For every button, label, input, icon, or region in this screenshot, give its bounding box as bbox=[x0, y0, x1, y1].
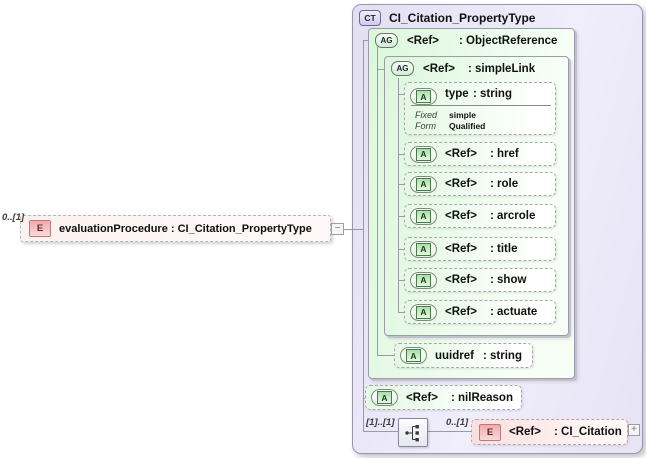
attribute-show[interactable]: A <Ref> : show bbox=[404, 268, 556, 292]
attribute-icon: A bbox=[410, 303, 437, 321]
element-label: evaluationProcedure : CI_Citation_Proper… bbox=[59, 222, 312, 235]
attribute-icon: A bbox=[371, 389, 398, 406]
type-label: : CI_Citation bbox=[554, 426, 622, 438]
sequence-compositor[interactable] bbox=[398, 418, 428, 447]
facet-label: Form bbox=[415, 121, 436, 131]
attribute-nilreason[interactable]: A <Ref> : nilReason bbox=[365, 385, 522, 410]
facet-value: simple bbox=[449, 110, 476, 120]
attribute-group-icon: AG bbox=[391, 61, 414, 76]
type-label: : simpleLink bbox=[468, 62, 536, 75]
connector bbox=[363, 398, 366, 399]
attribute-type-label: : show bbox=[490, 274, 527, 286]
attribute-name: <Ref> bbox=[445, 178, 477, 190]
attribute-name: <Ref> bbox=[406, 391, 438, 404]
expand-button[interactable]: + bbox=[628, 424, 640, 436]
ref-label: <Ref> bbox=[423, 62, 455, 75]
connector bbox=[398, 249, 405, 250]
collapse-glyph: − bbox=[334, 223, 341, 234]
element-icon: E bbox=[29, 220, 51, 237]
attribute-type-label: : string bbox=[473, 88, 512, 100]
facet-value: Qualified bbox=[449, 121, 486, 131]
attribute-icon: A bbox=[410, 175, 437, 193]
connector bbox=[344, 229, 363, 230]
connector bbox=[363, 431, 398, 432]
element-evaluationProcedure[interactable]: E evaluationProcedure : CI_Citation_Prop… bbox=[20, 215, 331, 242]
complextype-icon: CT bbox=[359, 10, 381, 26]
child-cardinality-label: 0..[1] bbox=[446, 417, 469, 428]
connector bbox=[398, 312, 405, 313]
connector bbox=[398, 94, 405, 95]
attribute-group-icon: AG bbox=[375, 33, 398, 48]
source-cardinality-label: 0..[1] bbox=[2, 212, 25, 223]
attribute-role[interactable]: A <Ref> : role bbox=[404, 172, 556, 196]
attribute-icon: A bbox=[410, 145, 437, 163]
expand-glyph: + bbox=[631, 424, 637, 435]
attribute-type-label: : nilReason bbox=[451, 391, 513, 404]
attribute-name: <Ref> bbox=[445, 274, 477, 286]
type-label: : ObjectReference bbox=[459, 34, 558, 47]
connector bbox=[398, 184, 405, 185]
attribute-icon: A bbox=[400, 347, 427, 364]
connector-trunk bbox=[377, 46, 378, 355]
connector bbox=[398, 154, 405, 155]
attribute-name: <Ref> bbox=[445, 210, 477, 222]
connector bbox=[398, 216, 405, 217]
attribute-uuidref[interactable]: A uuidref : string bbox=[394, 343, 533, 368]
sequence-icon bbox=[405, 424, 419, 441]
attribute-icon: A bbox=[410, 207, 437, 225]
connector bbox=[398, 280, 405, 281]
attribute-actuate[interactable]: A <Ref> : actuate bbox=[404, 300, 556, 324]
attribute-name: type bbox=[445, 88, 469, 100]
ref-label: <Ref> bbox=[407, 34, 439, 47]
complextype-title: CI_Citation_PropertyType bbox=[389, 11, 536, 25]
attribute-type-label: : actuate bbox=[490, 306, 538, 318]
attribute-icon: A bbox=[410, 271, 437, 289]
facet-table: Fixed simple Form Qualified bbox=[415, 110, 485, 132]
attribute-type-label: : role bbox=[490, 178, 519, 190]
connector bbox=[426, 431, 472, 432]
attribute-name: <Ref> bbox=[445, 306, 477, 318]
attribute-title[interactable]: A <Ref> : title bbox=[404, 237, 556, 261]
connector bbox=[377, 69, 385, 70]
attribute-type-label: : string bbox=[483, 349, 522, 362]
element-icon: E bbox=[479, 423, 501, 441]
attribute-name: <Ref> bbox=[445, 148, 477, 160]
connector-trunk bbox=[398, 78, 399, 312]
connector bbox=[363, 40, 369, 41]
attribute-href[interactable]: A <Ref> : href bbox=[404, 142, 556, 166]
connector bbox=[377, 355, 394, 356]
facet-label: Fixed bbox=[415, 110, 438, 120]
attribute-type[interactable]: A type : string Fixed simple Form Qualif… bbox=[404, 82, 556, 135]
attribute-arcrole[interactable]: A <Ref> : arcrole bbox=[404, 204, 556, 228]
ref-label: <Ref> bbox=[509, 426, 541, 438]
attribute-type-label: : arcrole bbox=[490, 210, 536, 222]
attribute-icon: A bbox=[410, 88, 437, 105]
attribute-name: uuidref bbox=[435, 349, 474, 362]
attribute-icon: A bbox=[410, 240, 437, 258]
attribute-type-label: : href bbox=[490, 148, 519, 160]
element-ci-citation[interactable]: E <Ref> : CI_Citation bbox=[471, 419, 628, 445]
attribute-name: <Ref> bbox=[445, 243, 477, 255]
facet-divider bbox=[411, 105, 551, 106]
connector-trunk bbox=[363, 40, 364, 431]
collapse-button[interactable]: − bbox=[331, 223, 344, 235]
attribute-type-label: : title bbox=[490, 243, 518, 255]
sequence-cardinality-label: [1]..[1] bbox=[366, 417, 395, 428]
